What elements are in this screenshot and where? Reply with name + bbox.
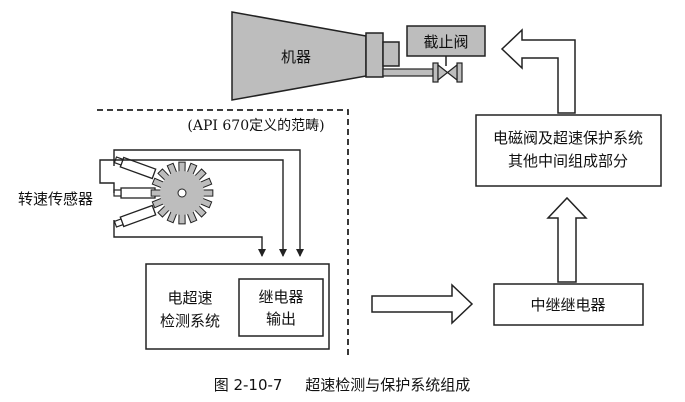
wire-sensor-middle <box>99 159 287 257</box>
detection-system-label-line1: 电超速 <box>167 289 212 307</box>
figure-title: 超速检测与保护系统组成 <box>305 376 470 394</box>
sensor-probe-bottom <box>113 204 157 228</box>
shutoff-valve-box <box>406 25 486 57</box>
relay-output-label-line2: 输出 <box>266 310 296 328</box>
valve-flange-right <box>456 62 463 83</box>
detection-system-label-line2: 检测系统 <box>160 312 220 330</box>
solenoid-system-label-line2: 其他中间组成部分 <box>508 152 628 170</box>
gear-wheel <box>150 161 214 225</box>
machine-label: 机器 <box>281 48 311 66</box>
shaft-coupling <box>365 32 384 78</box>
figure-number: 图 2-10-7 <box>214 376 283 394</box>
sensor-probe-top <box>113 156 157 180</box>
solenoid-system-box <box>475 114 662 187</box>
wire-sensor-bottom <box>113 220 266 257</box>
intermediate-relay-label: 中继继电器 <box>530 296 605 314</box>
hollow-arrow-up <box>546 196 588 283</box>
shutoff-valve-label: 截止阀 <box>423 33 468 51</box>
api-scope-boundary <box>97 109 349 358</box>
figure-caption: 图 2-10-7 超速检测与保护系统组成 <box>214 376 471 394</box>
relay-output-box <box>238 278 324 337</box>
speed-sensor-label: 转速传感器 <box>18 190 93 208</box>
valve-flange-left <box>432 62 439 83</box>
pipe <box>382 68 434 77</box>
sensor-probe-middle <box>113 187 156 199</box>
wire-sensor-top <box>113 149 304 257</box>
hollow-arrow-right <box>371 283 474 325</box>
gear-center-hole <box>177 188 187 198</box>
api-scope-label: (API 670定义的范畴) <box>187 117 324 134</box>
shaft-stub <box>382 41 400 67</box>
solenoid-system-label-line1: 电磁阀及超速保护系统 <box>493 129 643 147</box>
intermediate-relay-box <box>493 283 644 326</box>
relay-output-label-line1: 继电器 <box>258 288 303 306</box>
valve-body <box>437 63 458 82</box>
hollow-arrow-to-valve <box>500 28 576 114</box>
